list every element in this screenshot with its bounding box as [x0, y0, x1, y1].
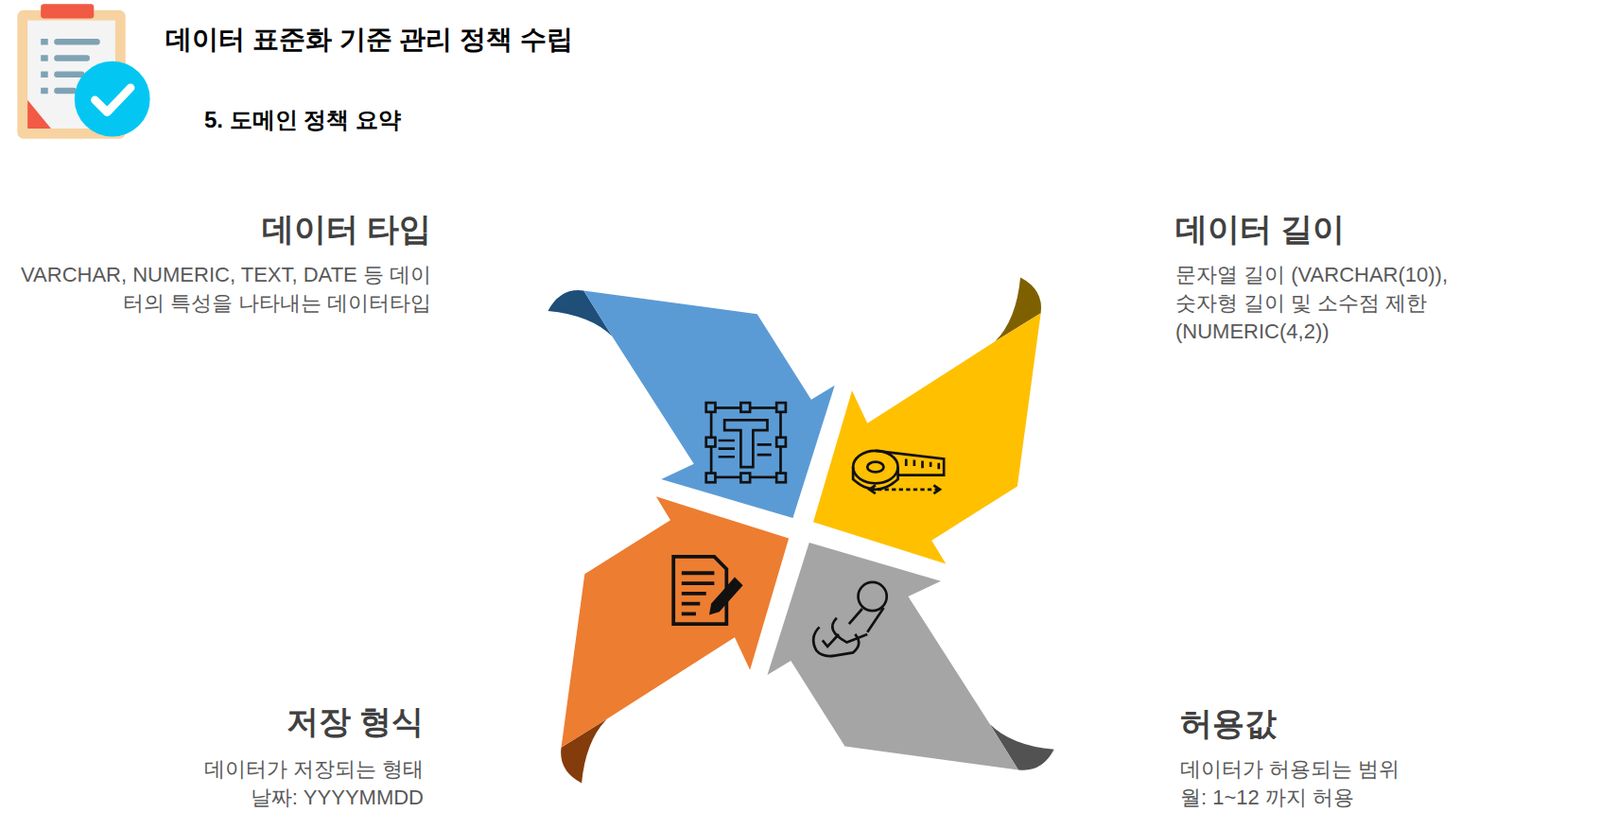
block-description: 데이터가 허용되는 범위: [1180, 755, 1578, 784]
clipboard-icon: [17, 3, 150, 139]
clipboard-clip: [40, 3, 94, 18]
block-heading: 데이터 타입: [5, 209, 432, 249]
tape-measure-icon: [852, 451, 944, 494]
check-mark: [94, 87, 131, 113]
check-circle: [74, 61, 151, 138]
orange-arrow: [560, 496, 789, 783]
block-description: 숫자형 길이 및 소수점 제한 (NUMERIC(4,2)): [1175, 289, 1516, 347]
block-description: 데이터가 저장되는 형태: [26, 755, 424, 784]
document-icon: [673, 556, 743, 625]
stamp-icon: [813, 582, 887, 657]
block-heading: 허용값: [1180, 704, 1578, 744]
block-description: 날짜: YYYYMMDD: [26, 783, 424, 813]
type-block: 데이터 타입 VARCHAR, NUMERIC, TEXT, DATE 등 데이터…: [5, 209, 432, 318]
block-heading: 데이터 길이: [1175, 209, 1516, 249]
section-subtitle: 5. 도메인 정책 요약: [204, 104, 401, 136]
format-block: 저장 형식데이터가 저장되는 형태날짜: YYYYMMDD: [26, 702, 424, 813]
length-block: 데이터 길이문자열 길이 (VARCHAR(10)),숫자형 길이 및 소수점 …: [1175, 209, 1516, 347]
paper-corner: [27, 100, 52, 129]
block-description: VARCHAR, NUMERIC, TEXT, DATE 등 데이터의 특성을 …: [5, 260, 432, 318]
yellow-arrow: [813, 277, 1042, 564]
gray-arrow: [766, 542, 1054, 771]
block-heading: 저장 형식: [26, 702, 424, 742]
block-description: 월: 1~12 까지 허용: [1180, 783, 1578, 813]
block-description: 문자열 길이 (VARCHAR(10)),: [1175, 260, 1516, 290]
allowed-value-block: 허용값데이터가 허용되는 범위월: 1~12 까지 허용: [1180, 704, 1578, 813]
page-title: 데이터 표준화 기준 관리 정책 수립: [165, 22, 574, 57]
blue-arrow: [547, 290, 835, 519]
type-icon: [706, 402, 786, 483]
